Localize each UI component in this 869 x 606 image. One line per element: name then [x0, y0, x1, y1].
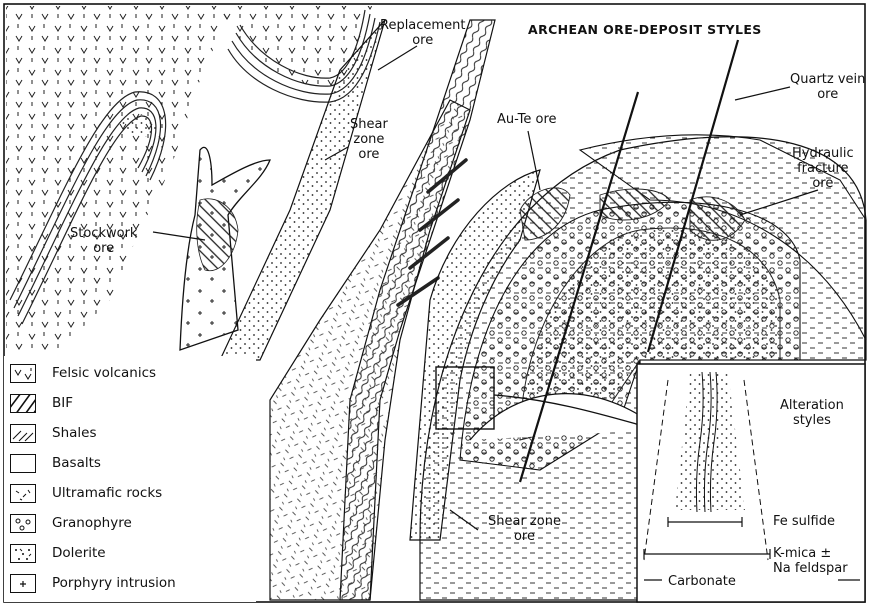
legend-label: Dolerite — [52, 545, 106, 561]
legend-item-bif: BIF — [10, 392, 73, 414]
legend-label: Granophyre — [52, 515, 132, 531]
alteration-styles-label: Alteration styles — [780, 398, 844, 428]
dolerite-icon — [10, 544, 36, 563]
legend-item-shales: Shales — [10, 422, 97, 444]
felsic-volcanics-icon — [10, 364, 36, 383]
legend-label: Basalts — [52, 455, 101, 471]
porphyry-icon — [10, 574, 36, 593]
hydraulic-fracture-ore-label: Hydraulic fracture ore — [792, 146, 854, 191]
au-te-ore-label: Au-Te ore — [497, 112, 557, 127]
legend-item-porphyry: Porphyry intrusion — [10, 572, 176, 594]
legend-label: Ultramafic rocks — [52, 485, 162, 501]
fe-sulfide-label: Fe sulfide — [773, 514, 835, 529]
quartz-vein-ore-label: Quartz vein ore — [790, 72, 865, 102]
legend-item-dolerite: Dolerite — [10, 542, 106, 564]
shales-icon — [10, 424, 36, 443]
replacement-ore-label: Replacement ore — [380, 18, 465, 48]
shear-zone-ore-bottom-label: Shear zone ore — [488, 514, 561, 544]
legend-item-ultramafic: Ultramafic rocks — [10, 482, 162, 504]
granophyre-icon — [10, 514, 36, 533]
shear-zone-ore-top-label: Shear zone ore — [350, 117, 388, 162]
legend-label: Porphyry intrusion — [52, 575, 176, 591]
legend-label: Felsic volcanics — [52, 365, 156, 381]
stockwork-ore-label: Stockwork ore — [70, 226, 137, 256]
ultramafic-icon — [10, 484, 36, 503]
legend: Felsic volcanics BIF Shales Basalts Ultr… — [4, 356, 256, 602]
legend-label: Shales — [52, 425, 97, 441]
legend-item-felsic: Felsic volcanics — [10, 362, 156, 384]
basalts-icon — [10, 454, 36, 473]
carbonate-label: Carbonate — [668, 574, 736, 589]
kmica-label: K-mica ± Na feldspar — [773, 546, 848, 576]
legend-label: BIF — [52, 395, 73, 411]
legend-item-granophyre: Granophyre — [10, 512, 132, 534]
bif-icon — [10, 394, 36, 413]
legend-item-basalts: Basalts — [10, 452, 101, 474]
diagram-title: ARCHEAN ORE-DEPOSIT STYLES — [528, 22, 762, 37]
